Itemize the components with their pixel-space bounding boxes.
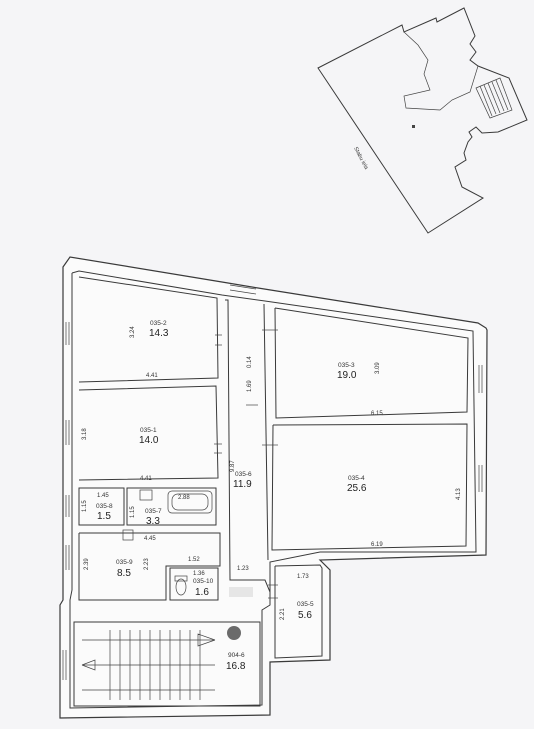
outer-walls (59, 256, 488, 719)
room-5-code: 035-5 (297, 601, 314, 608)
wall-corridor-6b (263, 303, 269, 561)
dim-4-41-bottom: 4.41 (140, 476, 152, 482)
site-hatched-area (475, 77, 513, 119)
room-6-area: 11.9 (233, 479, 252, 490)
bathtub-icon (167, 490, 213, 514)
chimney-icon (227, 626, 241, 640)
wall-room-3 (274, 307, 469, 419)
room-8-area: 1.5 (97, 511, 111, 522)
room-6-code: 035-6 (235, 471, 252, 478)
room-3-area: 19.0 (337, 370, 357, 381)
dim-9-87: 9.87 (230, 460, 236, 472)
dim-1-73: 1.73 (297, 574, 309, 580)
room-10-code: 035-10 (193, 578, 214, 585)
wash-basin-icon (122, 529, 134, 541)
stair-room-code: 904-6 (228, 652, 245, 659)
dim-0-14: 0.14 (247, 356, 253, 368)
dim-1-36: 1.36 (193, 571, 205, 577)
wall-room-10 (169, 567, 219, 601)
fixtures (122, 489, 253, 640)
site-hatch-lines (479, 79, 509, 117)
room-2-code: 035-2 (150, 320, 167, 327)
wall-corridor-6 (225, 299, 271, 605)
dim-1-15-left: 1.15 (82, 500, 88, 512)
windows (62, 284, 483, 680)
dim-3-18: 3.18 (82, 428, 88, 440)
room-labels: 035-2 14.3 035-3 19.0 035-1 14.0 035-6 1… (96, 320, 367, 672)
site-plan: Stabu iela (317, 7, 528, 234)
wall-stair-block (73, 621, 261, 707)
room-7-code: 035-7 (145, 508, 162, 515)
wall-room-4 (271, 423, 468, 551)
room-10-area: 1.6 (195, 587, 209, 598)
dimension-labels: 3.24 4.41 3.18 4.41 0.14 1.69 9.87 3.09 … (82, 326, 462, 620)
room-9-code: 035-9 (116, 559, 133, 566)
dim-6-19: 6.19 (371, 542, 383, 548)
room-1-area: 14.0 (139, 435, 159, 446)
dim-4-45: 4.45 (144, 536, 156, 542)
sink-icon (139, 489, 153, 501)
site-street-label: Stabu iela (352, 146, 369, 171)
doors (214, 329, 278, 599)
room-9-area: 8.5 (117, 568, 131, 579)
stair-arrow-icon (197, 633, 216, 647)
inner-wall-line (69, 270, 477, 709)
dim-4-41-top: 4.41 (146, 373, 158, 379)
wall-room-2 (78, 276, 219, 383)
wall-room-1 (78, 385, 219, 481)
room-2-area: 14.3 (149, 328, 169, 339)
bathtub-inner-icon (171, 493, 209, 511)
room-7-area: 3.3 (146, 516, 160, 527)
site-marker (412, 125, 415, 128)
wall-room-8 (78, 487, 125, 526)
radiator-icon (229, 587, 253, 597)
stair-treads (109, 630, 201, 700)
dim-1-15-right: 1.15 (130, 506, 136, 518)
room-4-code: 035-4 (348, 475, 365, 482)
wall-room-7 (126, 487, 217, 526)
dim-3-09: 3.09 (375, 362, 381, 374)
room-3-code: 035-3 (338, 362, 355, 369)
room-8-code: 035-8 (96, 503, 113, 510)
outer-wall-shape (59, 256, 488, 719)
dim-2-21: 2.21 (280, 608, 286, 620)
site-block-outline (317, 7, 528, 234)
staircase (81, 630, 216, 700)
toilet-icon (175, 578, 187, 596)
stair-room-area: 16.8 (226, 661, 246, 672)
dim-1-23: 1.23 (237, 566, 249, 572)
room-5-area: 5.6 (298, 610, 312, 621)
dim-2-88: 2.88 (178, 495, 190, 501)
site-building-inner (403, 31, 479, 111)
dim-1-45: 1.45 (97, 493, 109, 499)
dim-2-23: 2.23 (144, 558, 150, 570)
room-1-code: 035-1 (140, 427, 157, 434)
dim-2-39: 2.39 (84, 558, 90, 570)
dim-6-15: 6.15 (371, 411, 383, 417)
dim-3-24: 3.24 (130, 326, 136, 338)
toilet-tank-icon (174, 575, 188, 582)
interior-walls (73, 276, 469, 707)
stair-arrow-2-icon (81, 659, 96, 671)
room-4-area: 25.6 (347, 483, 367, 494)
dim-1-69: 1.69 (247, 380, 253, 392)
dim-1-52: 1.52 (188, 557, 200, 563)
wall-room-5 (274, 564, 323, 659)
dim-4-13: 4.13 (456, 488, 462, 500)
wall-room-9 (78, 532, 221, 601)
